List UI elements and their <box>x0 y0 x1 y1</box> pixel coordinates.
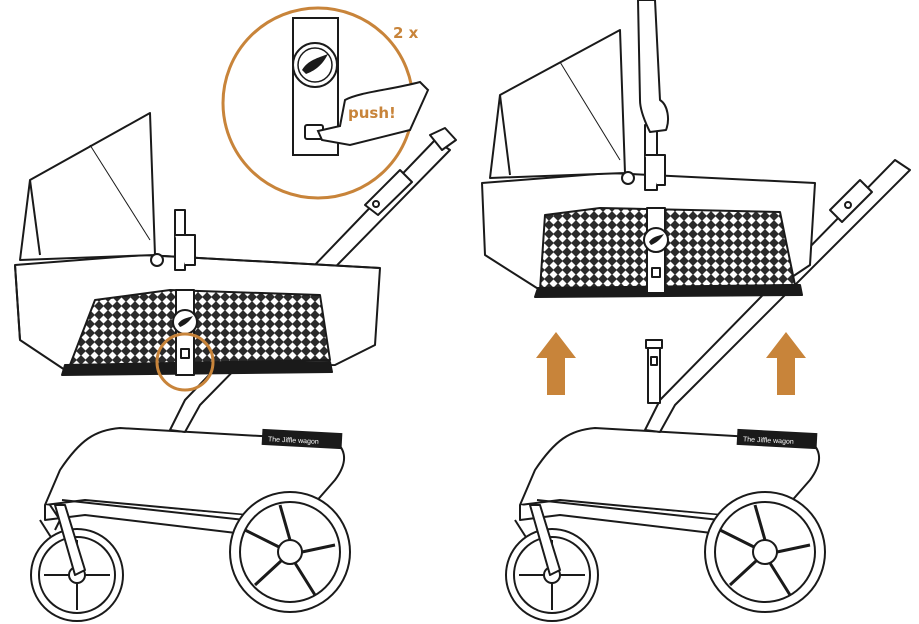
rear-wheel <box>704 491 826 613</box>
hand-icon <box>637 0 669 133</box>
highlight-ring <box>155 332 215 392</box>
brand-label: The Jiffle wagon <box>743 436 794 446</box>
push-label: push! <box>348 104 396 122</box>
brand-label: The Jiffle wagon <box>268 436 319 446</box>
lift-arrow-icon <box>766 332 806 395</box>
carrycot-lifted <box>481 29 816 298</box>
front-wheel <box>30 504 124 622</box>
push-button-icon <box>180 348 190 359</box>
rear-wheel <box>229 491 351 613</box>
front-wheel <box>505 504 599 622</box>
adapter-post <box>645 339 663 404</box>
push-button-icon <box>651 267 661 278</box>
finger-icon <box>316 80 430 147</box>
brand-plate: The Jiffle wagon <box>736 428 818 450</box>
left-scene: The Jiffle wagon <box>14 112 457 622</box>
brand-plate: The Jiffle wagon <box>261 428 343 450</box>
carrycot <box>14 112 381 376</box>
callout-zoom: push! 2 x <box>221 6 430 200</box>
lift-arrow-icon <box>536 332 576 395</box>
repeat-label: 2 x <box>393 24 419 42</box>
right-scene: The Jiffle wagon <box>481 0 911 622</box>
